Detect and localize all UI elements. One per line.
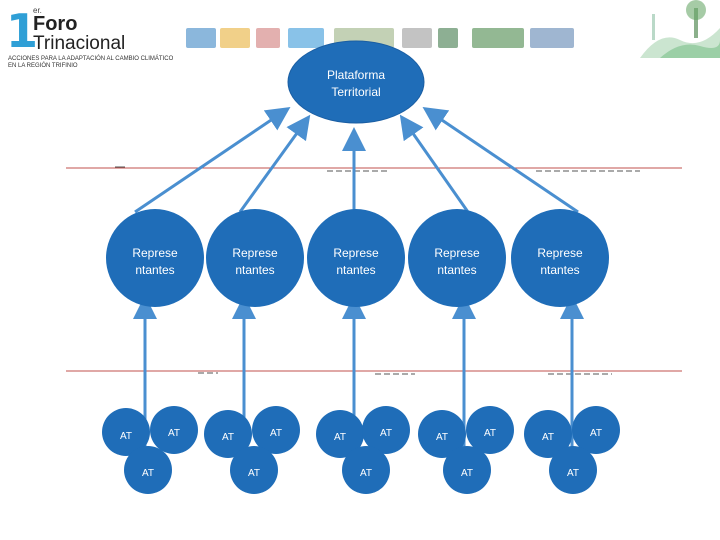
- logo-subtitle-line2: EN LA REGIÓN TRIFINIO: [8, 63, 78, 69]
- at-5-left-label: AT: [542, 432, 554, 443]
- representative-group-5: Represe ntantes AT AT AT: [511, 209, 620, 494]
- at-5-bottom-label: AT: [567, 468, 579, 479]
- arrow-rep4-to-platform: [399, 114, 470, 213]
- at-node-4-bottom: [443, 446, 491, 494]
- representative-group-1: Represe ntantes AT AT AT: [102, 209, 204, 494]
- arrow-rep1-to-platform: [134, 106, 291, 214]
- rep4-label-line1: Represe: [434, 246, 480, 260]
- at-4-bottom-label: AT: [461, 468, 473, 479]
- at-node-2-bottom: [230, 446, 278, 494]
- partner-logo-8: [472, 28, 524, 48]
- at-node-5-bottom: [549, 446, 597, 494]
- platform-label-line1: Plataforma: [327, 68, 385, 82]
- logo-subtitle: ACCIONES PARA LA ADAPTACIÓN AL CAMBIO CL…: [8, 56, 223, 70]
- at-node-3-bottom: [342, 446, 390, 494]
- at-node-5-right: [572, 406, 620, 454]
- partner-logo-9: [530, 28, 574, 48]
- at-node-3-right: [362, 406, 410, 454]
- partner-logo-2: [220, 28, 250, 48]
- platform-node: [287, 40, 425, 124]
- representatives-node-5: [511, 209, 609, 307]
- at-1-right-label: AT: [168, 428, 180, 439]
- at-2-right-label: AT: [270, 428, 282, 439]
- rep2-label-line2: ntantes: [235, 263, 274, 277]
- at-node-1-left: [102, 408, 150, 456]
- logo-superscript: er.: [33, 6, 42, 15]
- rep5-label-line1: Represe: [537, 246, 583, 260]
- partner-logo-7: [438, 28, 458, 48]
- representative-group-2: Represe ntantes AT AT AT: [204, 209, 304, 494]
- at-2-left-label: AT: [222, 432, 234, 443]
- at-node-3-left: [316, 410, 364, 458]
- rep1-label-line2: ntantes: [135, 263, 174, 277]
- rep4-label-line2: ntantes: [437, 263, 476, 277]
- arrow-rep2-to-platform: [238, 114, 311, 213]
- arrow-rep5-to-platform: [422, 106, 579, 214]
- platform-label-line2: Territorial: [331, 85, 380, 99]
- header: 1 er. Foro Trinacional ACCIONES PARA LA …: [0, 0, 720, 90]
- at-3-left-label: AT: [334, 432, 346, 443]
- partner-logo-6: [402, 28, 432, 48]
- partner-logo-4: [288, 28, 324, 48]
- logo-word-trinacional: Trinacional: [33, 33, 126, 54]
- decorative-landscape-image: [630, 0, 720, 58]
- partner-logo-3: [256, 28, 280, 48]
- representatives-node-2: [206, 209, 304, 307]
- representative-group-3: Represe ntantes AT AT AT: [307, 209, 410, 494]
- partner-logo-1: [186, 28, 216, 48]
- rep3-label-line1: Represe: [333, 246, 379, 260]
- at-node-1-right: [150, 406, 198, 454]
- representative-group-4: Represe ntantes AT AT AT: [408, 209, 514, 494]
- representatives-node-4: [408, 209, 506, 307]
- at-3-bottom-label: AT: [360, 468, 372, 479]
- rep2-label-line1: Represe: [232, 246, 278, 260]
- logo-subtitle-line1: ACCIONES PARA LA ADAPTACIÓN AL CAMBIO CL…: [8, 56, 174, 62]
- at-4-right-label: AT: [484, 428, 496, 439]
- at-node-4-right: [466, 406, 514, 454]
- logo-word-foro: Foro: [33, 13, 78, 35]
- logo-number: 1: [6, 4, 39, 58]
- at-node-2-right: [252, 406, 300, 454]
- at-1-left-label: AT: [120, 431, 132, 442]
- rep1-label-line1: Represe: [132, 246, 178, 260]
- rep3-label-line2: ntantes: [336, 263, 375, 277]
- at-node-5-left: [524, 410, 572, 458]
- at-node-1-bottom: [124, 446, 172, 494]
- at-node-2-left: [204, 410, 252, 458]
- rep5-label-line2: ntantes: [540, 263, 579, 277]
- at-3-right-label: AT: [380, 428, 392, 439]
- representatives-node-1: [106, 209, 204, 307]
- at-node-4-left: [418, 410, 466, 458]
- at-2-bottom-label: AT: [248, 468, 260, 479]
- at-5-right-label: AT: [590, 428, 602, 439]
- at-1-bottom-label: AT: [142, 468, 154, 479]
- at-4-left-label: AT: [436, 432, 448, 443]
- representatives-node-3: [307, 209, 405, 307]
